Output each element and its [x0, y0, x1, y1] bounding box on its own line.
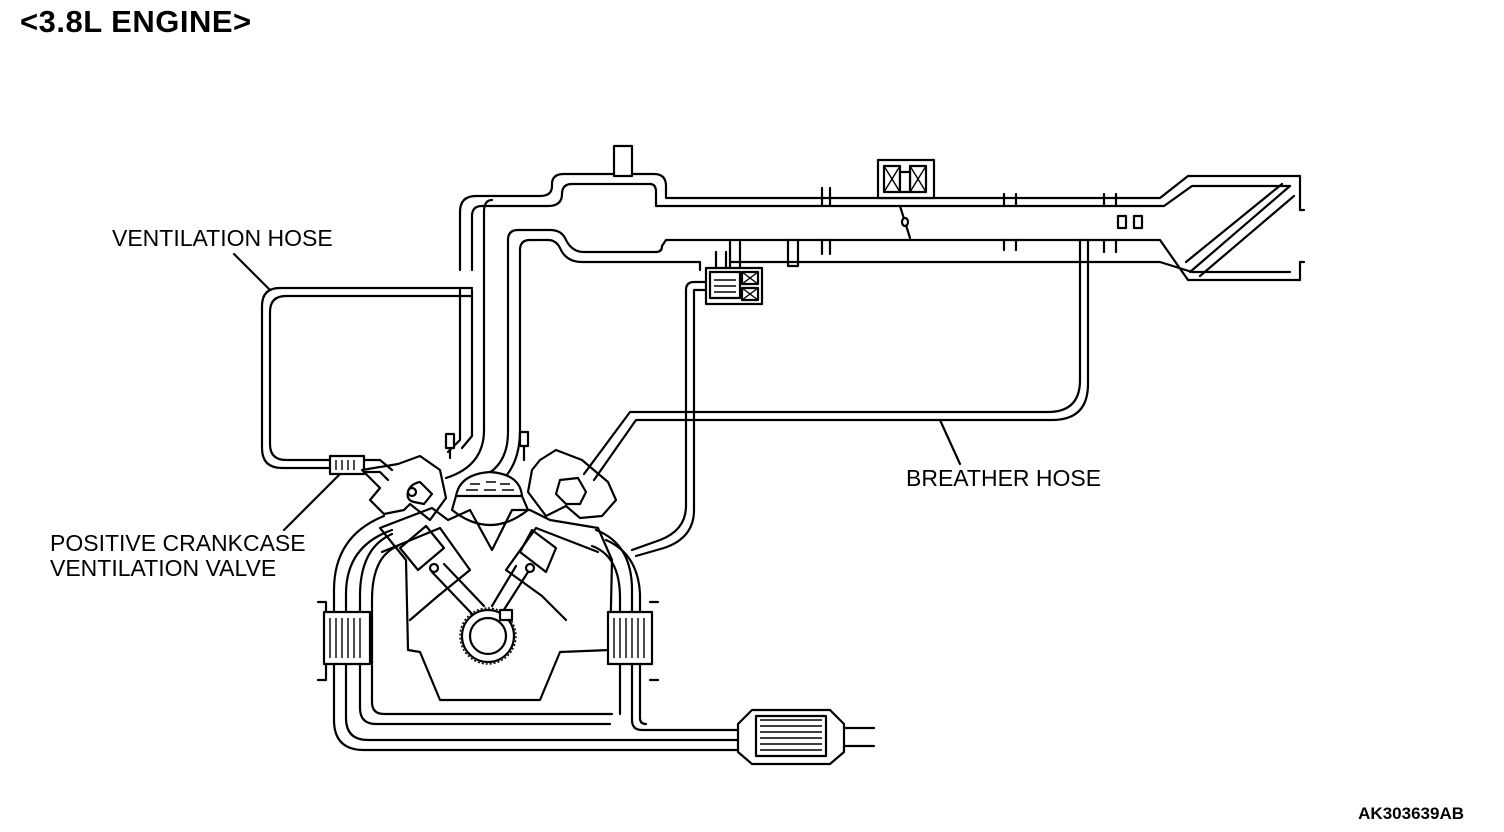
leader-breather-hose — [938, 418, 962, 466]
breather-hose — [582, 238, 1090, 558]
figure-code: AK303639AB — [1358, 804, 1464, 823]
leader-lines — [232, 252, 962, 532]
leader-ventilation-hose — [232, 252, 272, 292]
leader-pcv-valve — [282, 472, 342, 532]
pcv-valve — [328, 454, 394, 482]
exhaust-system — [316, 514, 876, 766]
idle-control-unit — [704, 240, 764, 306]
engine-block — [360, 430, 618, 702]
ventilation-hose — [260, 286, 474, 470]
label-ventilation-hose: VENTILATION HOSE — [112, 225, 333, 251]
air-intake-duct — [458, 144, 1306, 282]
label-pcv-valve-line1: POSITIVE CRANKCASE — [50, 530, 306, 556]
diagram-title: <3.8L ENGINE> — [20, 4, 252, 39]
label-pcv-valve-line2: VENTILATION VALVE — [50, 555, 277, 581]
label-breather-hose: BREATHER HOSE — [906, 465, 1102, 491]
